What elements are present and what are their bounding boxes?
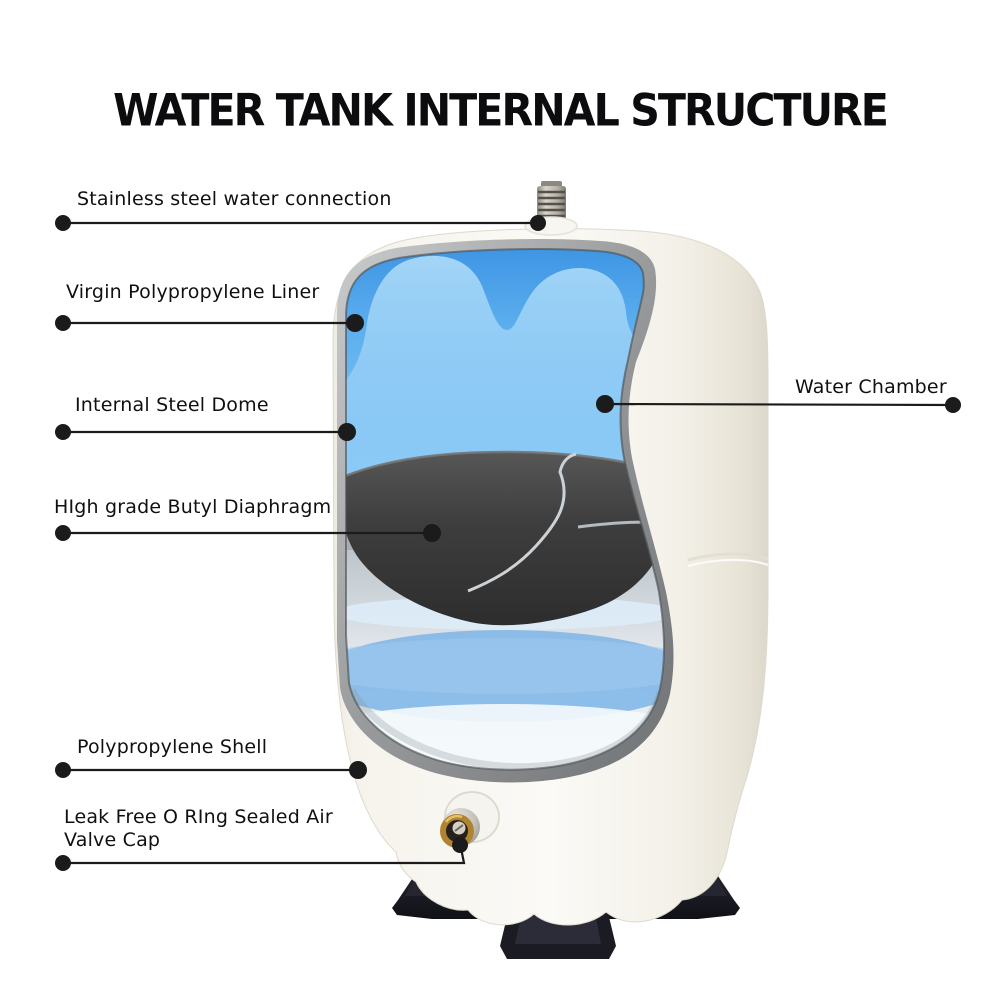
- label-internal-steel-dome: Internal Steel Dome: [75, 394, 269, 417]
- air-valve: [440, 791, 500, 848]
- label-text: Stainless steel water connection: [77, 188, 392, 210]
- label-high-grade-butyl-diaphragm: HIgh grade Butyl Diaphragm: [54, 496, 331, 519]
- label-leak-free-o-ring-sealed-air-valve-cap: Leak Free O RIng Sealed Air Valve Cap: [64, 806, 414, 852]
- diaphragm-cut-line: [467, 452, 577, 593]
- cutaway-window: [346, 249, 665, 770]
- callout-line-leak-free-o-ring: [63, 847, 466, 865]
- label-text-line1: Leak Free O RIng Sealed Air: [64, 806, 333, 828]
- diaphragm: [346, 452, 665, 626]
- inlet-fitting: [537, 181, 566, 226]
- label-stainless-steel-water-connection: Stainless steel water connection: [77, 188, 392, 211]
- callout-dot: [55, 525, 71, 541]
- liner-highlight: [346, 255, 665, 500]
- callout-dot: [349, 761, 367, 779]
- callout-dot: [338, 423, 356, 441]
- label-virgin-polypropylene-liner: Virgin Polypropylene Liner: [66, 281, 319, 304]
- callout-lines: [55, 215, 961, 871]
- callout-dot: [55, 424, 71, 440]
- label-text: Water Chamber: [795, 376, 947, 398]
- callout-dot: [55, 855, 71, 871]
- callout-dot: [55, 215, 71, 231]
- label-text: HIgh grade Butyl Diaphragm: [54, 496, 332, 518]
- label-text-line2: Valve Cap: [64, 829, 161, 851]
- callout-dot: [945, 397, 961, 413]
- page-title: WATER TANK INTERNAL STRUCTURE: [113, 84, 889, 137]
- label-polypropylene-shell: Polypropylene Shell: [77, 736, 267, 759]
- callout-dot: [596, 395, 614, 413]
- label-water-chamber: Water Chamber: [795, 376, 947, 399]
- callout-line-water-chamber: [604, 402, 954, 407]
- label-text: Internal Steel Dome: [75, 394, 269, 416]
- valve-core-slot: [454, 824, 464, 832]
- callout-dot: [55, 762, 71, 778]
- callout-dot: [530, 215, 546, 231]
- label-text: Virgin Polypropylene Liner: [66, 281, 320, 303]
- callout-dot: [346, 314, 364, 332]
- callout-dot: [452, 837, 468, 853]
- label-text: Polypropylene Shell: [77, 736, 268, 758]
- valve-brass-highlight: [444, 815, 463, 823]
- callout-dot: [55, 315, 71, 331]
- window-edge-line: [345, 248, 665, 771]
- air-chamber-blue-band-highlight: [346, 638, 665, 694]
- callout-dot: [423, 524, 441, 542]
